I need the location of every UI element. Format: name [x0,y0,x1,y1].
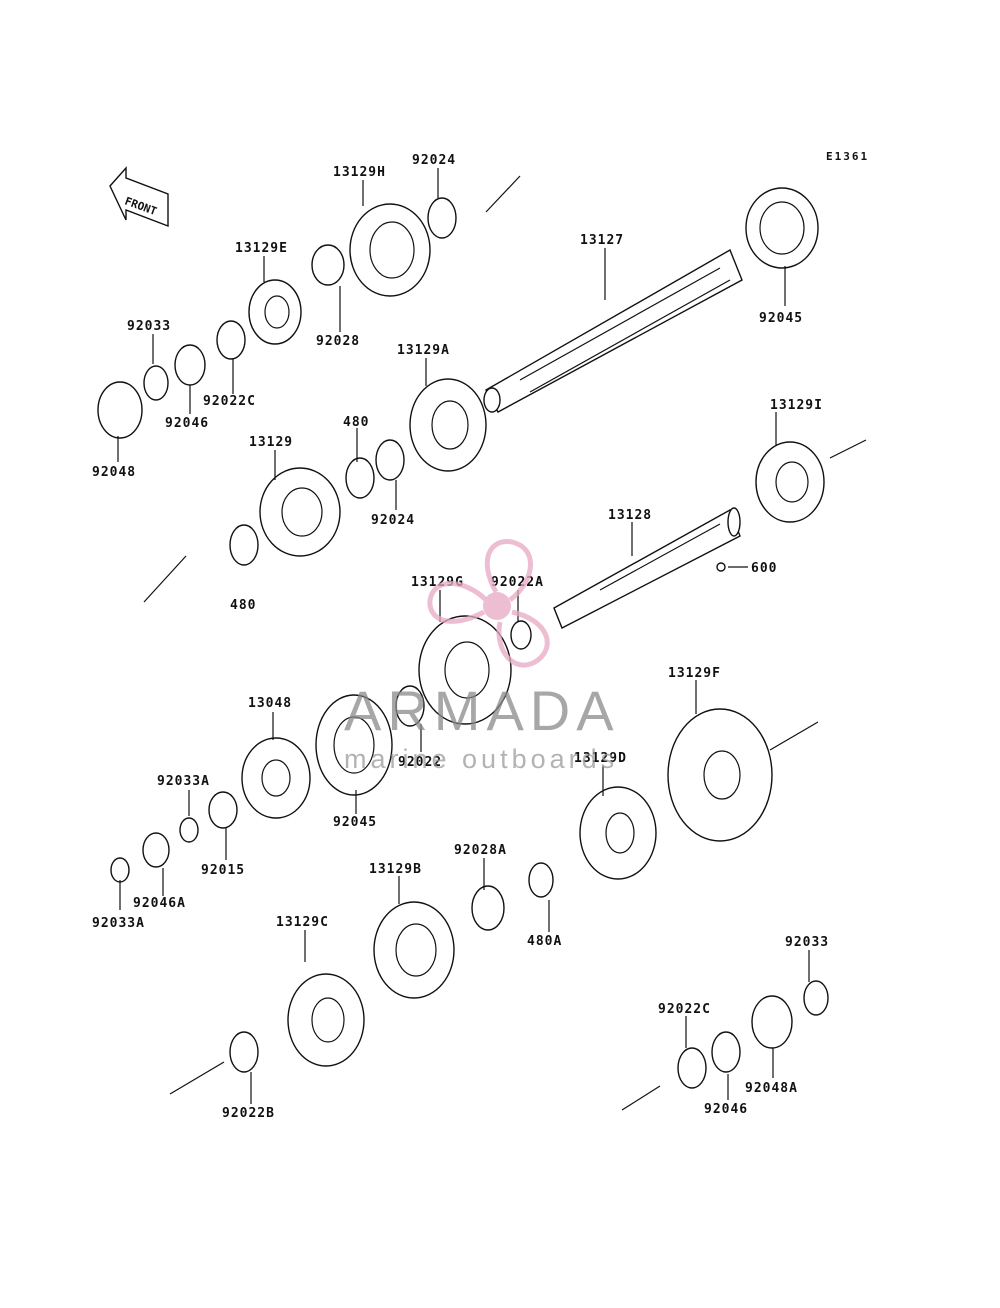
part-label: 92015 [201,863,245,878]
part-label: 480 [230,598,256,613]
part-label: 92045 [333,815,377,830]
part-label: 13129 [249,435,293,450]
part-label: 92024 [412,153,456,168]
part-label: 92022 [398,755,442,770]
part-label: 92033 [127,319,171,334]
small-parts [97,197,829,1089]
part-label: 92048 [92,465,136,480]
clutch-hub-13048 [241,737,311,819]
part-label: 13129I [770,398,823,413]
gear-13129A [409,378,487,472]
part-label: 480A [527,934,562,949]
propeller-logo-icon [427,539,550,668]
bearing-92045-upper [745,187,819,269]
gear-13129B [373,901,455,999]
part-label: 13129E [235,241,288,256]
leader-lines [117,168,810,1104]
watermark-title: ARMADA [344,679,620,742]
part-label: 13129C [276,915,329,930]
gear-13129C [287,973,365,1067]
gear-13129D [579,786,657,880]
counter-shaft-13128 [553,507,741,629]
part-label: 92033A [92,916,145,931]
gear-13129H [349,203,431,297]
gear-13129 [259,467,341,557]
part-label: 92022B [222,1106,275,1121]
part-label: 13129H [333,165,386,180]
part-label: 92046 [704,1102,748,1117]
part-label: 13129A [397,343,450,358]
axis-lines [143,175,867,1111]
part-label: 92024 [371,513,415,528]
gear-13129G [418,615,512,725]
bearing-92045-lower [315,694,393,796]
part-label: 13048 [248,696,292,711]
part-label: 92022C [203,394,256,409]
main-shaft-13127 [483,248,743,413]
part-label: 92028A [454,843,507,858]
part-label: 92045 [759,311,803,326]
part-label: 13129G [411,575,464,590]
watermark: ARMADA marine outboards [344,539,620,774]
watermark-subtitle: marine outboards [344,744,618,774]
part-label: 13129B [369,862,422,877]
diagram-code: E1361 [826,150,869,163]
part-label: 13129F [668,666,721,681]
part-label: 92022A [491,575,544,590]
gear-13129I [755,441,825,523]
part-labels: 13129H 92024 13129E 92033 92028 13127 92… [92,153,829,1121]
part-label: 92033 [785,935,829,950]
front-arrow-icon: FRONT [109,166,169,228]
gear-13129E [248,279,302,345]
part-label: 13129D [574,751,627,766]
gear-13129F [667,708,773,842]
part-label: 92033A [157,774,210,789]
part-label: 92028 [316,334,360,349]
part-label: 13127 [580,233,624,248]
part-label: 92046 [165,416,209,431]
part-label: 13128 [608,508,652,523]
part-label: 600 [751,561,777,576]
part-label: 92046A [133,896,186,911]
part-label: 92022C [658,1002,711,1017]
part-label: 92048A [745,1081,798,1096]
part-label: 480 [343,415,369,430]
